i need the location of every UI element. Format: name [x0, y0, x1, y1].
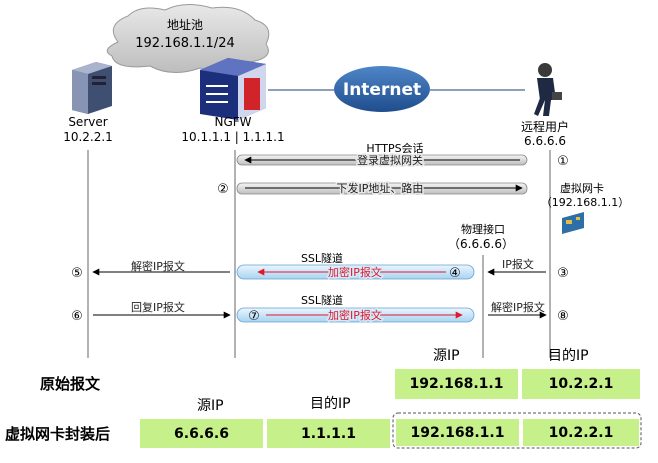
ssl-tunnel-2-inner: 加密IP报文 [328, 308, 382, 322]
step-4: ④ [449, 266, 461, 281]
step-3: ③ [557, 266, 569, 281]
step-8: ⑧ [557, 309, 569, 324]
encapsulated-packet-label: 虚拟网卡封装后 [5, 425, 111, 443]
header-src-ip: 源IP [433, 348, 460, 364]
ssl-tunnel-1-label: SSL隧道 [301, 251, 343, 265]
original-packet-label: 原始报文 [40, 375, 101, 393]
internet-label: Internet [343, 80, 421, 100]
ssl-tunnel-1-inner: 加密IP报文 [328, 265, 382, 279]
ssl-tunnel-2-label: SSL隧道 [301, 293, 343, 307]
original-dst-cell: 10.2.2.1 [522, 369, 640, 399]
pool-range: 192.168.1.1/24 [135, 36, 235, 51]
header-dst-ip: 目的IP [548, 348, 589, 364]
ngfw-ip: 10.1.1.1 | 1.1.1.1 [181, 130, 284, 144]
step-7: ⑦ [248, 309, 260, 324]
physical-port-label: 物理接口 [461, 222, 505, 236]
header2-dst-ip: 目的IP [310, 396, 351, 412]
header2-src-ip: 源IP [197, 398, 224, 414]
step-5: ⑤ [71, 266, 83, 281]
internet-cloud: Internet [334, 66, 430, 112]
address-pool-cloud: 地址池 192.168.1.1/24 [106, 4, 270, 73]
https-session-label: HTTPS会话 [366, 142, 423, 155]
encap-outer-src-cell: 6.6.6.6 [140, 419, 263, 448]
pool-title: 地址池 [167, 18, 203, 32]
encap-outer-dst-cell: 1.1.1.1 [267, 419, 390, 448]
issue-label: 下发IP地址、路由 [337, 181, 424, 195]
network-card-icon [562, 212, 584, 234]
encap-inner-src-cell: 192.168.1.1 [396, 419, 519, 446]
original-src-cell: 192.168.1.1 [395, 369, 518, 399]
server-name: Server [68, 115, 107, 129]
decrypt-label: 解密IP报文 [131, 259, 185, 273]
reply-label: 回复IP报文 [131, 300, 185, 314]
step-2: ② [217, 182, 229, 197]
firewall-icon [200, 58, 266, 120]
physical-port-ip: （6.6.6.6） [448, 237, 514, 251]
user-ip: 6.6.6.6 [524, 134, 566, 148]
step-1: ① [557, 154, 569, 169]
virtual-nic-label: 虚拟网卡 [560, 181, 604, 195]
step-6: ⑥ [71, 309, 83, 324]
server-ip: 10.2.2.1 [63, 130, 113, 144]
ip-packet-label: IP报文 [502, 257, 534, 271]
ngfw-name: NGFW [214, 115, 251, 129]
remote-user-icon [534, 63, 562, 116]
encap-inner-dst-cell: 10.2.2.1 [523, 419, 639, 446]
virtual-nic-ip: （192.168.1.1） [541, 196, 629, 209]
user-name: 远程用户 [521, 119, 569, 134]
inner-packet-frame [392, 412, 642, 449]
server-icon [72, 62, 112, 114]
decrypt-label-2: 解密IP报文 [491, 300, 545, 314]
login-label: 登录虚拟网关 [357, 153, 423, 167]
